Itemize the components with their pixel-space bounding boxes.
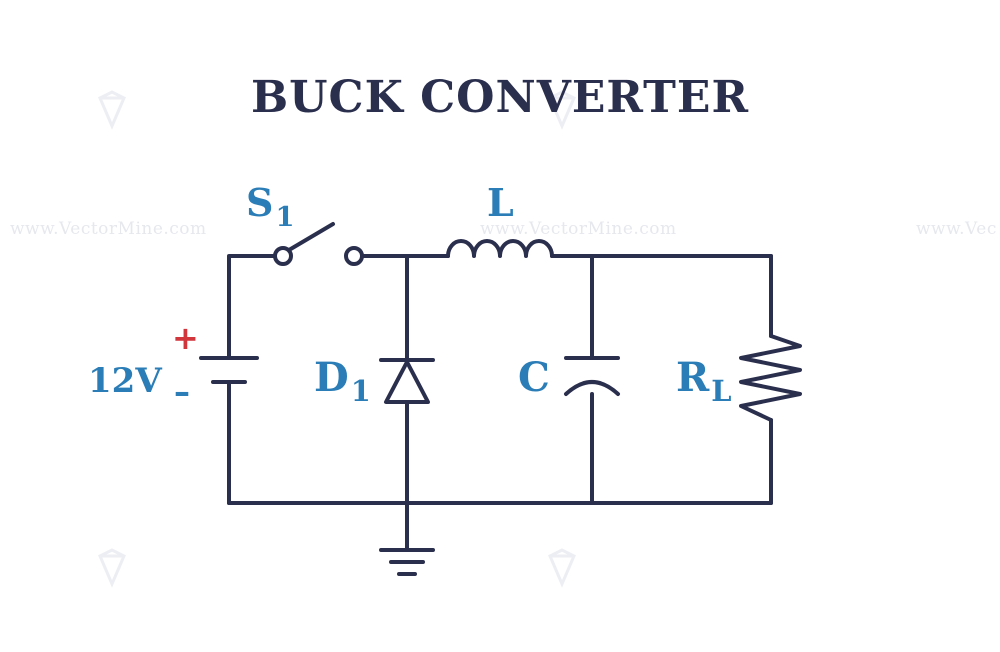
switch-label-main: S bbox=[246, 180, 274, 225]
battery-plus-sign: + bbox=[172, 319, 199, 357]
switch-label-sub: 1 bbox=[275, 200, 295, 233]
watermark-gem-icon bbox=[98, 548, 126, 588]
capacitor-label: C bbox=[518, 354, 550, 401]
watermark-gem-icon bbox=[548, 548, 576, 588]
switch-right-contact bbox=[344, 246, 364, 266]
watermark-gem-icon bbox=[98, 90, 126, 130]
diode-symbol bbox=[379, 358, 435, 404]
load-resistor-label: RL bbox=[676, 358, 732, 406]
load-label-main: R bbox=[676, 354, 710, 401]
battery-minus-sign: – bbox=[174, 373, 190, 411]
inductor-label: L bbox=[487, 180, 514, 225]
watermark-left: www.VectorMine.com bbox=[10, 219, 207, 239]
load-label-sub: L bbox=[711, 374, 732, 409]
watermark-gem-icons bbox=[98, 90, 576, 588]
battery-symbol bbox=[199, 356, 259, 384]
inductor-symbol bbox=[446, 239, 554, 258]
watermark-gem-icon bbox=[548, 90, 576, 130]
source-voltage-label: 12V bbox=[88, 361, 162, 401]
ground-symbol bbox=[379, 548, 435, 576]
diode-label: D1 bbox=[314, 358, 371, 406]
watermark-right: www.Vec bbox=[916, 219, 997, 239]
watermark-center: www.VectorMine.com bbox=[480, 219, 677, 239]
wire-left-top bbox=[227, 254, 277, 360]
switch-lever bbox=[287, 222, 335, 252]
switch-label: S1 bbox=[246, 184, 295, 231]
capacitor-symbol bbox=[564, 356, 620, 396]
switch-left-contact bbox=[273, 246, 293, 266]
diagram-title: BUCK CONVERTER bbox=[250, 72, 750, 123]
diode-label-main: D bbox=[314, 354, 349, 401]
resistor-symbol bbox=[739, 334, 802, 422]
diode-label-sub: 1 bbox=[350, 374, 371, 409]
